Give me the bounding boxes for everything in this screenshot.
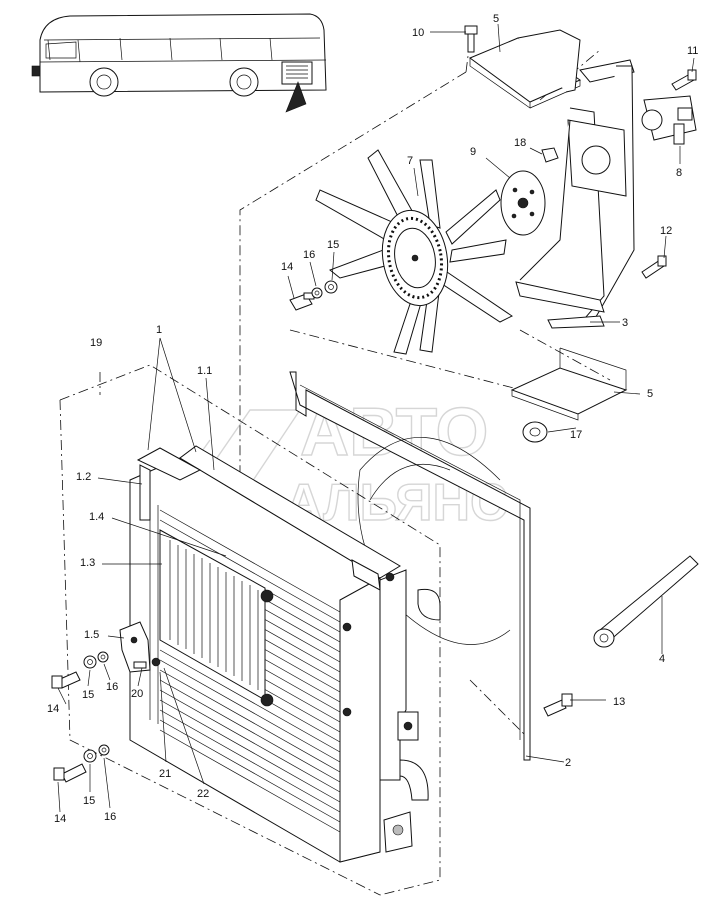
label-part-10: 10: [412, 27, 424, 39]
label-part-5-upper: 5: [493, 13, 499, 25]
label-part-11: 11: [687, 45, 698, 57]
label-part-14-lower: 14: [54, 813, 66, 825]
actuator: [641, 95, 697, 145]
bolt-20: [133, 661, 147, 669]
label-part-14-mid: 14: [47, 703, 59, 715]
label-part-1-4: 1.4: [89, 511, 104, 523]
radiator-assembly: [129, 445, 441, 863]
label-part-16-upper: 16: [303, 249, 315, 261]
label-part-15-lower: 15: [83, 795, 95, 807]
fan: [315, 149, 513, 355]
bolt-12: [641, 255, 667, 279]
upper-bracket-frame: [468, 29, 635, 329]
label-part-14-upper: 14: [281, 261, 293, 273]
label-part-3: 3: [622, 317, 628, 329]
label-part-1-5: 1.5: [84, 629, 99, 641]
bolt-13: [543, 693, 573, 717]
lower-bracket: [510, 347, 628, 421]
bolt-11: [671, 69, 697, 91]
strut-4: [593, 555, 699, 648]
hub-plate: [500, 170, 546, 236]
label-part-16-lower: 16: [104, 811, 116, 823]
bolt-washers-a: [51, 651, 109, 689]
label-part-15-upper: 15: [327, 239, 339, 251]
label-part-7: 7: [407, 155, 413, 167]
bus-illustration: [31, 13, 327, 113]
label-part-13: 13: [613, 696, 625, 708]
bolt-10: [464, 25, 478, 53]
label-part-21: 21: [159, 768, 171, 780]
label-part-22: 22: [197, 788, 209, 800]
label-part-15-mid: 15: [82, 689, 94, 701]
label-part-1-1: 1.1: [197, 365, 212, 377]
label-part-1-3: 1.3: [80, 557, 95, 569]
label-part-8: 8: [676, 167, 682, 179]
bolt-washers-upper: [289, 280, 338, 311]
label-part-1-2: 1.2: [76, 471, 91, 483]
label-part-9: 9: [470, 146, 476, 158]
label-part-17: 17: [570, 429, 582, 441]
label-part-4: 4: [659, 653, 665, 665]
label-part-5-lower: 5: [647, 388, 653, 400]
label-part-16-mid: 16: [106, 681, 118, 693]
label-part-20: 20: [131, 688, 143, 700]
nut-18: [541, 147, 559, 163]
callout-labels: 10 5 11 18 8 9 7 12 16 15 14 3 19 1 1.1 …: [47, 13, 698, 825]
label-part-12: 12: [660, 225, 672, 237]
leader-lines: [57, 23, 695, 813]
bolt-washers-b: [53, 744, 110, 783]
label-part-19: 19: [90, 337, 102, 349]
shroud: [289, 371, 531, 761]
mount-17: [522, 421, 548, 443]
side-bracket: [119, 621, 161, 673]
label-part-1: 1: [156, 324, 162, 336]
label-part-18: 18: [514, 137, 526, 149]
label-part-2: 2: [565, 757, 571, 769]
